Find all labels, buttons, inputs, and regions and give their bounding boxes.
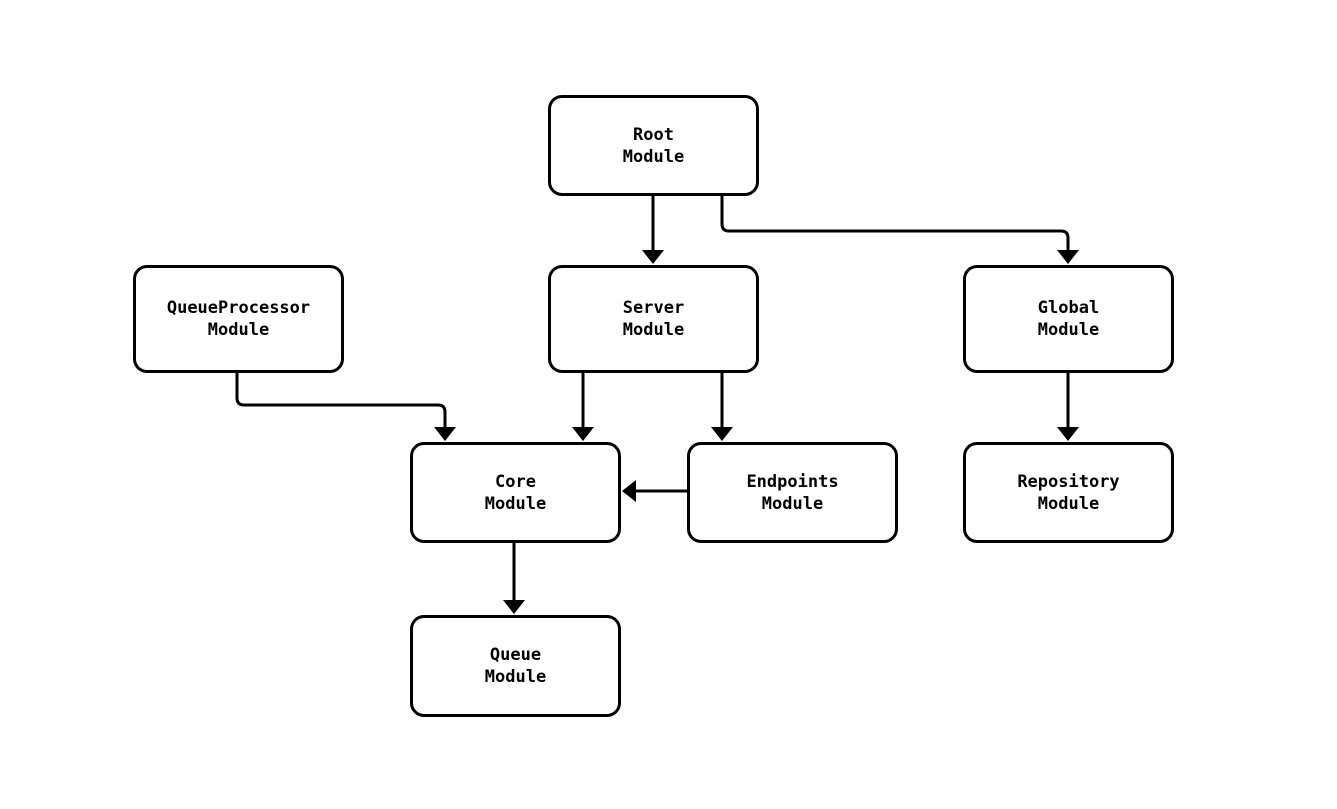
node-label-secondary: Module	[1037, 493, 1100, 514]
edge-root-to-global	[720, 196, 1079, 264]
node-label-primary: Queue	[489, 645, 542, 665]
arrowhead-icon	[622, 480, 636, 502]
arrowhead-icon	[503, 600, 525, 614]
node-label-secondary: Module	[484, 493, 547, 514]
arrowhead-icon	[434, 427, 456, 441]
edge-queueprocessor-to-core	[235, 373, 456, 441]
node-label-primary: Core	[495, 471, 536, 492]
arrowhead-icon	[1057, 427, 1079, 441]
node-label-primary: Endpoints	[746, 471, 839, 492]
node-label-primary: Root	[633, 124, 674, 145]
node-label-secondary: Module	[761, 493, 824, 514]
arrowhead-icon	[642, 250, 664, 264]
node-label-primary: Global	[1037, 298, 1100, 318]
node-label-primary: QueueProcessor	[166, 298, 311, 318]
arrowhead-icon	[572, 427, 594, 441]
node-label-secondary: Module	[207, 320, 270, 340]
node-label-secondary: Module	[622, 146, 685, 167]
node-label-primary: Server	[622, 298, 685, 318]
edge-root-to-server	[642, 196, 664, 264]
node-label-secondary: Module	[1037, 320, 1100, 340]
edge-line	[235, 373, 447, 435]
arrowhead-icon	[1057, 250, 1079, 264]
arrowhead-icon	[711, 427, 733, 441]
edge-server-to-core	[572, 373, 594, 441]
edge-line	[720, 196, 1070, 258]
edge-global-to-repository	[1057, 373, 1079, 441]
edge-server-to-endpoints	[711, 373, 733, 441]
node-label-secondary: Module	[622, 320, 685, 340]
node-label-secondary: Module	[484, 667, 547, 687]
node-label-primary: Repository	[1017, 471, 1120, 492]
edge-core-to-queue	[503, 543, 525, 614]
edge-endpoints-to-core	[622, 480, 687, 502]
